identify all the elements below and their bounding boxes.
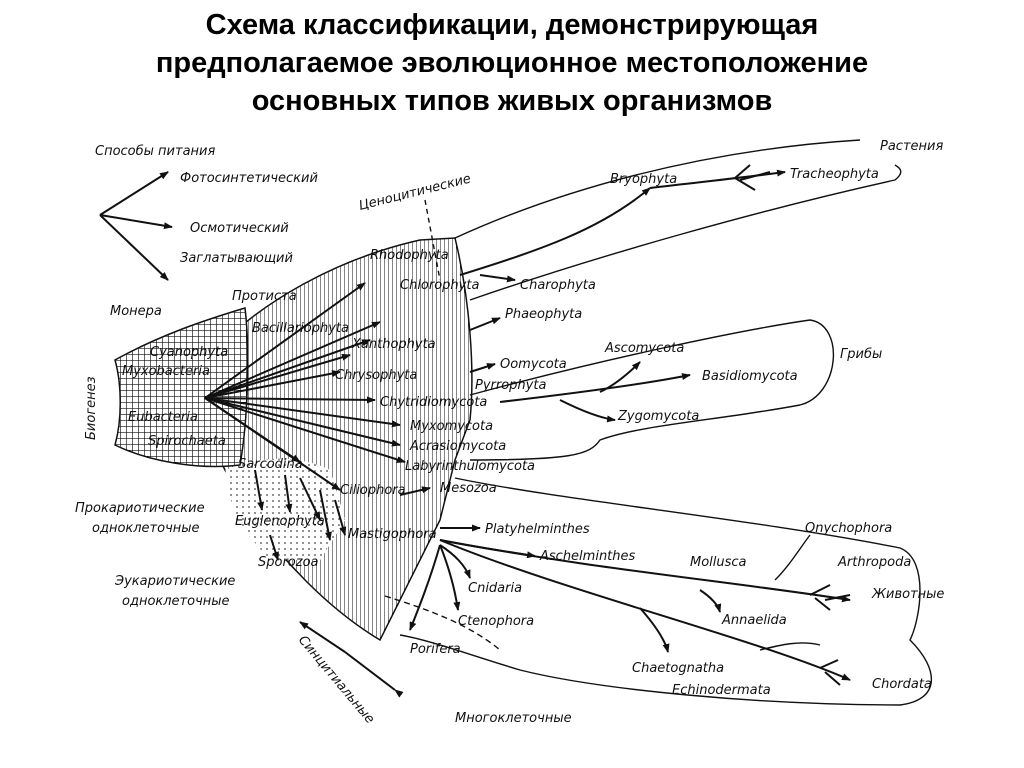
- taxon-acrasiomycota: Acrasiomycota: [409, 439, 506, 454]
- cenocytic-dashed-line: [424, 199, 441, 281]
- group-eukaryotic-1: Эукариотические: [114, 574, 235, 589]
- radiating-arrows: [204, 282, 406, 491]
- taxon-ascomycota: Ascomycota: [604, 341, 684, 356]
- title-line-2: предполагаемое эволюционное местоположен…: [155, 47, 869, 79]
- animals-outline: [399, 477, 933, 706]
- group-biogenesis: Биогенез: [84, 376, 99, 440]
- taxon-cyanophyta: Cyanophyta: [150, 345, 228, 360]
- photo-arrow: [99, 171, 169, 216]
- taxon-porifera: Porifera: [410, 642, 461, 657]
- taxon-tracheophyta: Tracheophyta: [790, 167, 879, 182]
- taxon-echinodermata: Echinodermata: [672, 683, 771, 698]
- monera-region: [114, 307, 249, 468]
- group-plants: Растения: [880, 139, 943, 154]
- group-multicellular: Многоклеточные: [455, 711, 572, 726]
- taxon-charophyta: Charophyta: [520, 278, 596, 293]
- protista-dotted-area: [225, 458, 345, 560]
- group-eukaryotic-2: одноклеточные: [122, 594, 230, 609]
- group-prokaryotic-2: одноклеточные: [92, 521, 200, 536]
- mode-photosynthetic: Фотосинтетический: [180, 171, 318, 186]
- protista-internal-arrows: [254, 469, 431, 561]
- taxon-euglenophyta: Euglenophyta: [235, 514, 325, 529]
- taxon-xanthophyta: Xanthophyta: [351, 337, 436, 352]
- taxon-bryophyta: Bryophyta: [610, 172, 677, 187]
- group-protista: Протиста: [232, 289, 297, 304]
- taxon-myxobacteria: Myxobacteria: [122, 364, 210, 379]
- taxon-myxomycota: Myxomycota: [410, 419, 493, 434]
- taxon-chrysophyta: Chrysophyta: [335, 368, 417, 383]
- taxon-chaetognatha: Chaetognatha: [632, 661, 724, 676]
- nutrition-heading: Способы питания: [95, 144, 215, 159]
- mode-osmotic: Осмотический: [190, 221, 289, 236]
- mode-ingestive: Заглатывающий: [180, 251, 293, 266]
- taxon-phaeophyta: Phaeophyta: [505, 307, 582, 322]
- taxon-sporozoa: Sporozoa: [258, 555, 319, 570]
- syncytial-arrow: [344, 651, 404, 698]
- taxon-zygomycota: Zygomycota: [617, 409, 699, 424]
- taxon-mesozoa: Mesozoa: [440, 481, 497, 496]
- group-fungi: Грибы: [840, 347, 882, 362]
- taxon-annaelida: Annaelida: [721, 613, 787, 628]
- taxon-ciliophora: Ciliophora: [340, 483, 406, 498]
- taxon-chordata: Chordata: [872, 677, 932, 692]
- taxon-chytridiomycota: Chytridiomycota: [380, 395, 487, 410]
- taxon-labyrinthulomycota: Labyrinthulomycota: [405, 459, 535, 474]
- taxon-onychophora: Onychophora: [805, 521, 892, 536]
- syncytial-arrow-head: [299, 621, 346, 653]
- taxon-platyhelminthes: Platyhelminthes: [485, 522, 590, 537]
- animal-arrows: [409, 524, 851, 686]
- title-line-3: основных типов живых организмов: [251, 85, 773, 117]
- taxon-ctenophora: Ctenophora: [458, 614, 534, 629]
- taxon-mastigophora: Mastigophora: [348, 527, 437, 542]
- group-cenocytic: Ценоцитические: [357, 172, 472, 214]
- taxon-rhodophyta: Rhodophyta: [370, 248, 449, 263]
- osmo-arrow: [99, 214, 173, 230]
- ingest-arrow: [99, 214, 169, 281]
- taxon-bacillariophyta: Bacillariophyta: [252, 321, 349, 336]
- fungi-outline: [469, 319, 835, 461]
- taxon-mollusca: Mollusca: [690, 555, 747, 570]
- taxon-sarcodina: Sarcodina: [238, 457, 303, 472]
- page-title: Схема классификации, демонстрирующая пре…: [0, 6, 1024, 120]
- taxon-spirochaeta: Spirochaeta: [148, 434, 226, 449]
- group-monera: Монера: [110, 304, 162, 319]
- taxon-cnidaria: Cnidaria: [468, 581, 522, 596]
- taxon-oomycota: Oomycota: [500, 357, 567, 372]
- fungi-arrows: [469, 361, 691, 423]
- taxon-arthropoda: Arthropoda: [837, 555, 911, 570]
- group-prokaryotic-1: Прокариотические: [75, 501, 205, 516]
- multicellular-dashed-line: [384, 595, 501, 651]
- taxon-pyrrophyta: Pyrrophyta: [475, 378, 546, 393]
- taxon-eubacteria: Eubacteria: [128, 410, 198, 425]
- taxon-aschelminthes: Aschelminthes: [539, 549, 636, 564]
- group-animals: Животные: [871, 587, 944, 602]
- taxon-basidiomycota: Basidiomycota: [702, 369, 798, 384]
- plant-arrows: [459, 164, 786, 331]
- taxon-chlorophyta: Chlorophyta: [400, 278, 479, 293]
- plants-outline: [454, 139, 902, 301]
- title-line-1: Схема классификации, демонстрирующая: [205, 9, 819, 41]
